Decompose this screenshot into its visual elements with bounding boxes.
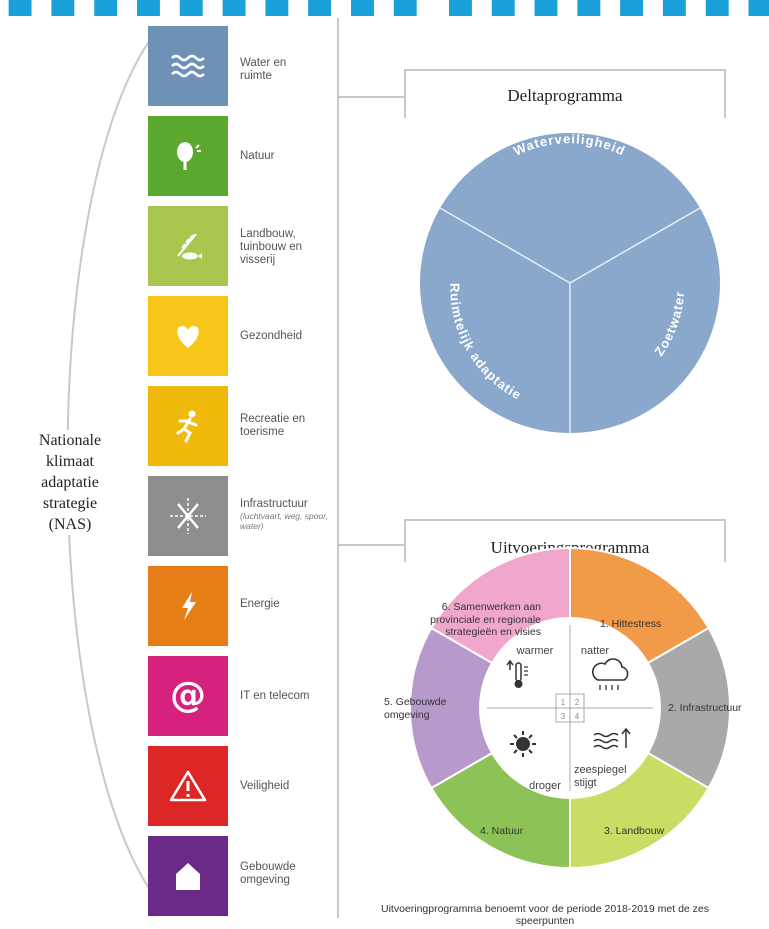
category-label: Water en ruimte [240,57,287,82]
segment-label-gebouwde-omgeving: 5. Gebouwde omgeving [384,696,447,721]
header-strip: ■ ■ ■ ■ ■ ■ ■ ■ ■ ■ ■ ■ ■ ■ ■ ■ ■ ■ ■ ■ … [0,0,769,16]
infrastructure-icon [170,498,206,534]
tile-gezondheid [148,296,228,376]
nas-label-line: klimaat [46,453,94,470]
uitvoering-footnote: Uitvoeringprogramma benoemt voor de peri… [380,903,710,927]
at-sign-icon: @ [170,675,206,716]
tile-it-en-telecom: @ [148,656,228,736]
tile-water-en-ruimte [148,26,228,106]
segment-label-samenwerken: 6. Samenwerken aan provinciale en region… [430,601,541,638]
uitvoering-title-line: Uitvoeringsprogramma [490,538,650,557]
deltaprogramma-title: Deltaprogramma [507,86,623,105]
tile-recreatie [148,386,228,466]
wheat-fish-icon [177,233,202,260]
delta-bracket [404,69,726,118]
category-label-text: Infrastructuur [240,498,308,510]
tile-energie [148,566,228,646]
category-label: Natuur [240,150,275,162]
nas-label: Nationale klimaat adaptatie strategie (N… [20,430,120,535]
tile-veiligheid [148,746,228,826]
runner-icon [176,410,198,443]
category-label: Gebouwde omgeving [240,861,296,886]
category-label: Recreatie en toerisme [240,413,306,438]
tile-gebouwde-omgeving [148,836,228,916]
category-label: Gezondheid [240,330,303,342]
segment-label-natuur: 4. Natuur [480,825,524,837]
heart-icon [177,326,199,348]
tile-infrastructuur [148,476,228,556]
tile-landbouw [148,206,228,286]
segment-label-hittestress: 1. Hittestress [600,618,662,630]
uitvoering-bracket [404,519,726,562]
house-icon [176,863,200,890]
category-label: Landbouw, tuinbouw en visserij [240,228,303,266]
waves-icon [171,54,205,78]
warning-icon [169,770,207,802]
category-label: Veiligheid [240,780,290,792]
segment-label-landbouw: 3. Landbouw [604,825,665,837]
nas-label-line: adaptatie [41,474,99,491]
nas-label-line: Nationale [38,432,102,449]
nas-label-line: (NAS) [48,516,92,533]
category-label: Energie [240,598,280,610]
uitvoering-title: Uitvoeringsprogramma NAS [440,538,700,576]
quadrant-label-zeespiegel: zeespiegel stijgt [574,764,627,789]
uitvoering-title-line: NAS [552,557,587,576]
category-label: IT en telecom [240,690,310,702]
header-strip-text: ■ ■ ■ ■ ■ ■ ■ ■ ■ ■ ■ ■ ■ ■ ■ ■ ■ ■ ■ ■ … [6,0,769,16]
tile-natuur [148,116,228,196]
category-sublabel: (luchtvaart, weg, spoor, water) [240,511,328,531]
nas-label-line: strategie [42,495,98,512]
segment-label-infrastructuur: 2. Infrastructuur [668,702,742,714]
lightning-icon [182,592,196,620]
tree-icon [177,142,201,170]
category-label: Infrastructuur (luchtvaart, weg, spoor, … [240,498,340,531]
